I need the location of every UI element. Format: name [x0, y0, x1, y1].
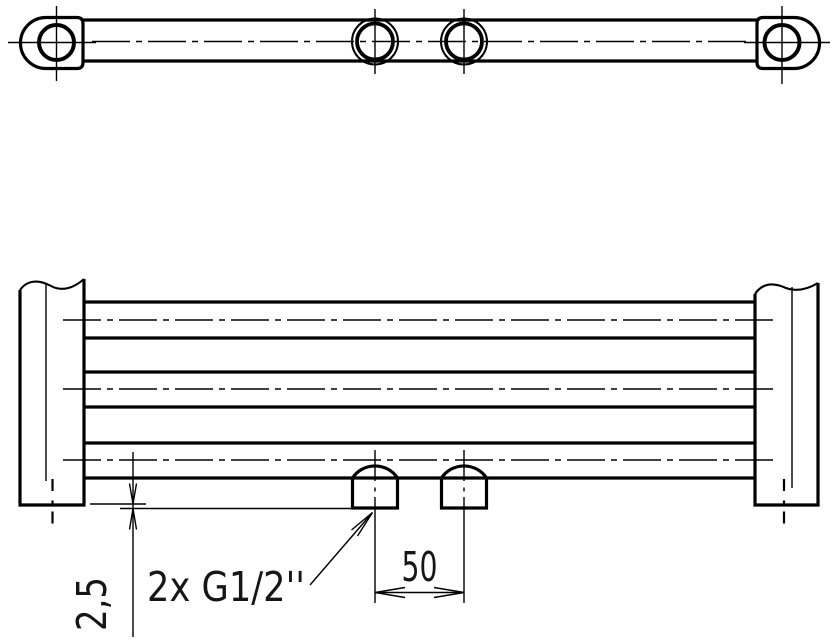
connection-boss-1-outer-ring [351, 17, 399, 66]
offset-dimension-arrows [128, 483, 138, 530]
right-collector-outline [753, 283, 820, 507]
left-collector-break-line [19, 278, 85, 291]
dimensions: 2,5 50 2x G1/2'' [68, 452, 465, 637]
spacing-dimension-label: 50 [402, 543, 438, 591]
right-end-port-hole [762, 23, 802, 62]
top-view [8, 6, 830, 84]
offset-dimension-label: 2,5 [68, 577, 116, 631]
front-view [18, 278, 820, 603]
connection-boss-2-inner-ring [444, 21, 484, 62]
connection-boss-2-outer-ring [440, 17, 488, 66]
offset-dimension-reference-lines [90, 503, 353, 510]
connection-boss-1-inner-ring [355, 21, 395, 62]
left-collector-outline [18, 279, 86, 507]
left-end-port-hole [37, 23, 76, 62]
left-end-cap-outline [18, 15, 85, 71]
right-collector-break-line [754, 282, 819, 295]
connection-leader-arrow [351, 511, 374, 537]
connection-leader-line [309, 512, 374, 586]
right-end-cap-outline [755, 15, 822, 71]
spacing-dimension-arrows [374, 586, 465, 599]
connection-spec-label: 2x G1/2'' [147, 563, 305, 611]
